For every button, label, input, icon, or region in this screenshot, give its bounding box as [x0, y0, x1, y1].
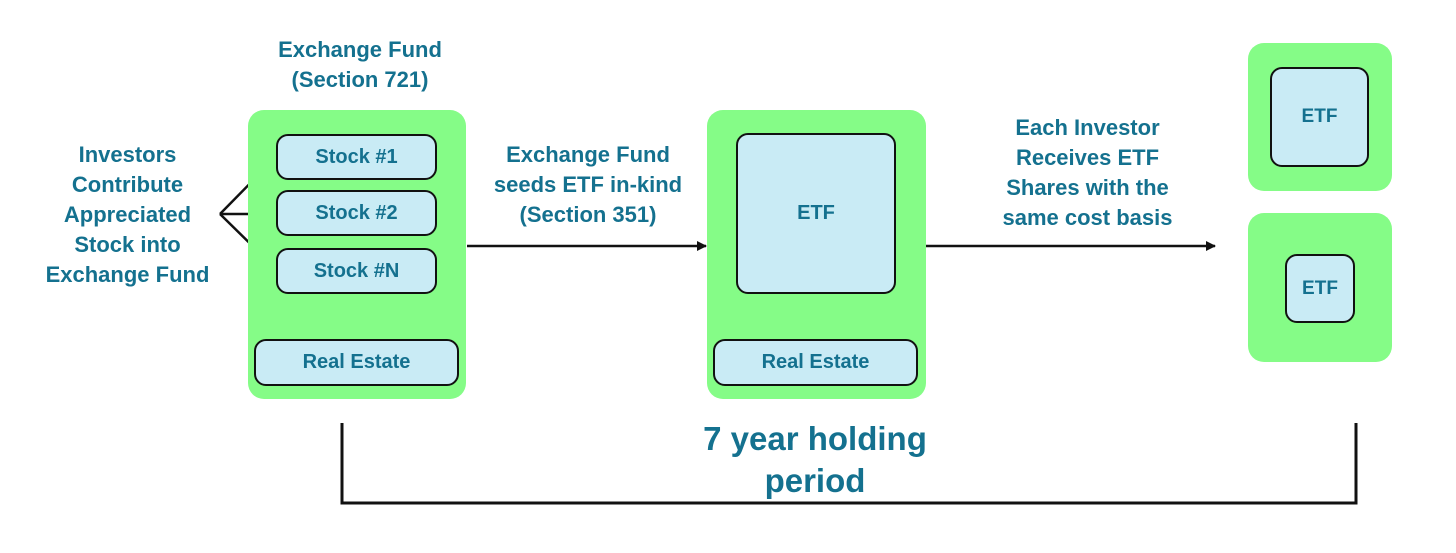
etf-real-estate-box: Real Estate	[713, 339, 918, 386]
etf-main-label: ETF	[797, 202, 835, 224]
stock-2-box: Stock #2	[276, 190, 437, 236]
holding-period-line-1: 7 year holding	[703, 420, 927, 457]
investors-contribute-label: Investors Contribute Appreciated Stock i…	[45, 142, 210, 287]
investor-etf-box-1: ETF	[1270, 67, 1369, 167]
stock-1-label: Stock #1	[315, 145, 398, 168]
etf-real-estate-label: Real Estate	[761, 351, 870, 373]
investor-etf-box-2: ETF	[1285, 254, 1355, 323]
stock-n-box: Stock #N	[276, 248, 437, 294]
investor-etf-label-2: ETF	[1302, 277, 1338, 299]
investor-etf-label-1: ETF	[1301, 106, 1338, 127]
holding-period-bracket	[340, 423, 1358, 505]
exchange-fund-title: Exchange Fund (Section 721)	[278, 37, 442, 92]
exchange-fund-real-estate-box: Real Estate	[254, 339, 459, 386]
seed-etf-label: Exchange Fund seeds ETF in-kind (Section…	[493, 142, 683, 227]
holding-period-line-2: period	[764, 462, 866, 499]
exchange-fund-real-estate-label: Real Estate	[302, 351, 411, 373]
stock-n-label: Stock #N	[313, 259, 400, 282]
holding-period-label: 7 year holding period	[660, 418, 970, 502]
stock-1-box: Stock #1	[276, 134, 437, 180]
stock-2-label: Stock #2	[315, 201, 398, 224]
etf-main-box: ETF	[736, 133, 896, 294]
investor-receives-label: Each Investor Receives ETF Shares with t…	[1002, 115, 1173, 230]
